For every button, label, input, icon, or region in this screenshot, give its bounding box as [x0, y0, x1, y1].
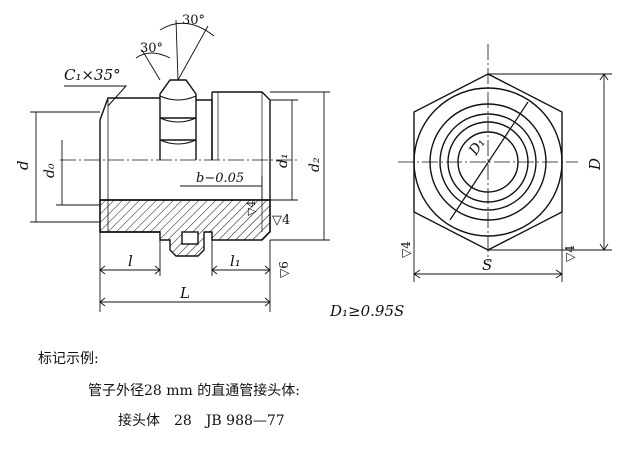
dim-D1-line	[449, 101, 529, 221]
chamfer-leader	[64, 85, 128, 107]
dim-b: b−0.05	[196, 171, 244, 186]
dim-S-line	[413, 212, 563, 282]
dim-L: L	[179, 284, 190, 302]
section-lower-half	[60, 159, 300, 257]
dim-D: D	[586, 158, 604, 171]
dim-D-line	[488, 73, 612, 251]
side-view	[60, 79, 300, 257]
ring-circle-2	[439, 113, 537, 211]
roughness-left: ▽4	[399, 241, 413, 258]
dim-S: S	[482, 256, 492, 274]
dim-lines-left	[30, 111, 100, 223]
example-designation: 接头体 28 JB 988—77	[118, 413, 285, 429]
dim-l1: l₁	[230, 252, 241, 270]
dim-lines-right	[270, 91, 330, 241]
roughness-4: ▽4	[272, 213, 290, 228]
example-heading: 标记示例:	[38, 351, 99, 367]
dim-d: d	[14, 160, 32, 170]
angle-label-side: 30°	[140, 41, 163, 56]
dim-d0: d₀	[42, 163, 58, 178]
dim-b-line	[180, 176, 263, 200]
chamfer-label: C₁×35°	[64, 66, 121, 84]
formula-label: D₁≥0.95S	[330, 302, 405, 320]
dim-l: l	[128, 252, 133, 270]
angle-arcs	[135, 19, 215, 81]
roughness-4-small: ▽4	[245, 201, 258, 216]
dim-d1: d₁	[275, 153, 291, 168]
roughness-6: ▽6	[277, 261, 291, 278]
dim-lines-bottom	[99, 232, 271, 312]
angle-label-top: 30°	[182, 13, 205, 28]
dim-d2: d₂	[307, 157, 323, 172]
roughness-right: ▽4	[563, 245, 577, 262]
example-description: 管子外径28 mm 的直通管接头体:	[88, 383, 300, 399]
